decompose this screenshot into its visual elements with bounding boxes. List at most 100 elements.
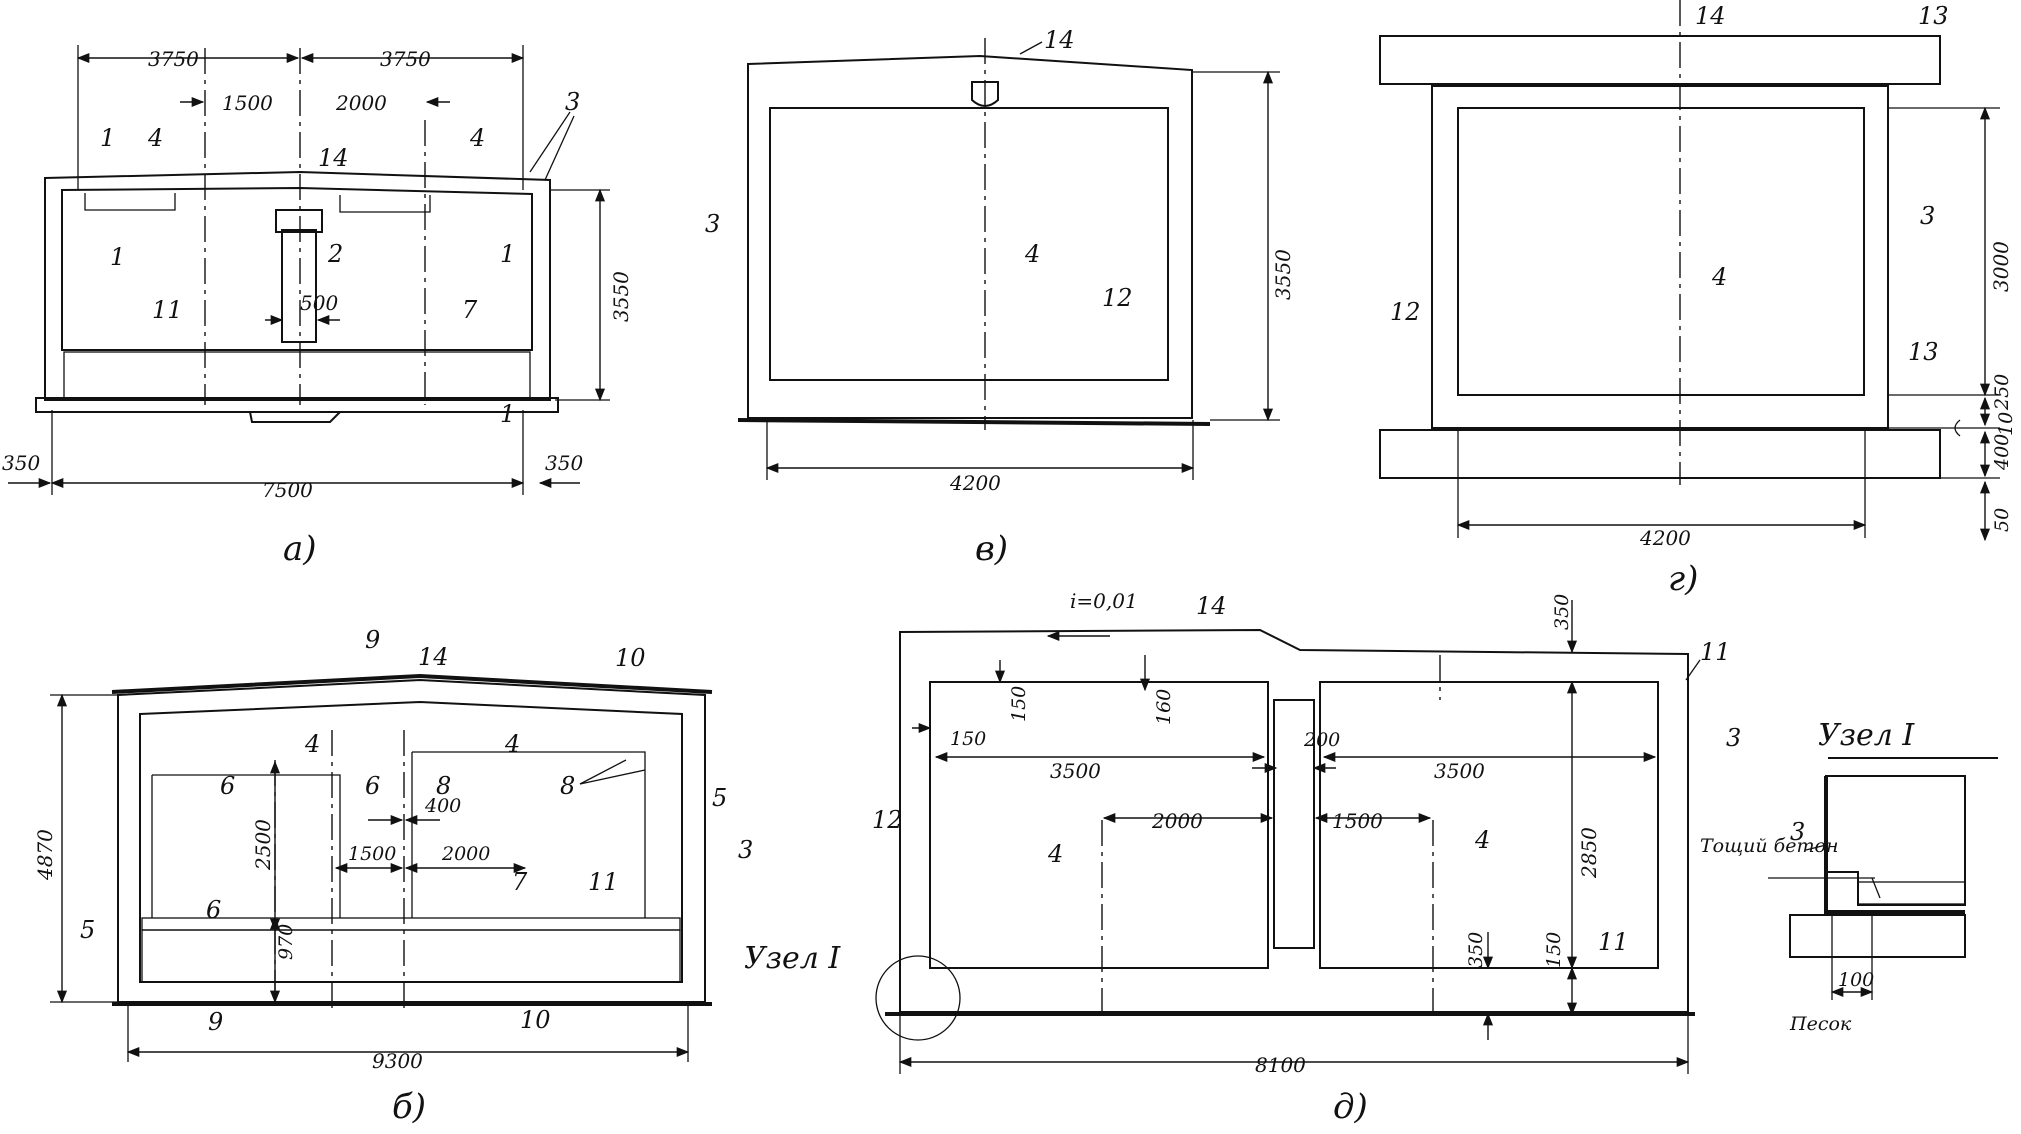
dim-a-right-edge: 350 bbox=[545, 451, 583, 475]
figure-a-column bbox=[281, 229, 317, 343]
dim-v-height: 3550 bbox=[1271, 249, 1295, 300]
callout-a-3: 3 bbox=[565, 88, 580, 116]
figure-g-top-slab bbox=[1379, 35, 1941, 85]
dim-g-height: 3000 bbox=[1989, 241, 2013, 292]
figure-d-partition bbox=[1273, 699, 1315, 949]
figure-a-bottom-fill bbox=[63, 351, 531, 399]
slope-d: i=0,01 bbox=[1070, 589, 1138, 613]
node-detail-sand-label: Песок bbox=[1789, 1013, 1852, 1035]
dim-g-50: 50 bbox=[1991, 508, 2013, 532]
dim-d-2000: 2000 bbox=[1151, 809, 1203, 833]
callout-b-4-left: 4 bbox=[304, 730, 320, 758]
dim-a-height: 3550 bbox=[609, 271, 633, 322]
dim-g-250: 250 bbox=[1991, 374, 2013, 411]
callout-g-4: 4 bbox=[1711, 263, 1727, 291]
callout-b-11: 11 bbox=[588, 868, 619, 896]
callout-a-4-right: 4 bbox=[469, 124, 485, 152]
callout-b-4-right: 4 bbox=[504, 730, 520, 758]
dim-a-inner-right: 2000 bbox=[335, 91, 387, 115]
callout-d-4-right: 4 bbox=[1474, 826, 1490, 854]
dim-v-width: 4200 bbox=[949, 471, 1001, 495]
dim-b-2500: 2500 bbox=[251, 819, 275, 871]
callout-v-4: 4 bbox=[1024, 240, 1040, 268]
figure-d-node-circle bbox=[875, 955, 961, 1041]
callout-a-2: 2 bbox=[327, 240, 343, 268]
figure-b-shell bbox=[117, 678, 706, 1003]
node-detail-lean-concrete-label: Тощий бетон bbox=[1700, 835, 1838, 857]
figure-b-roof-membrane bbox=[111, 673, 713, 694]
callout-b-9-top: 9 bbox=[365, 626, 380, 654]
callout-b-6-bottom: 6 bbox=[206, 896, 221, 924]
callout-b-14: 14 bbox=[418, 643, 449, 671]
dim-d-200: 200 bbox=[1303, 729, 1340, 751]
callout-g-13-bottom: 13 bbox=[1908, 338, 1939, 366]
callout-b-8-right: 8 bbox=[560, 772, 575, 800]
figure-d: i=0,01 14 350 11 150 160 150 200 3 3500 … bbox=[744, 589, 1741, 1127]
node-detail-wall bbox=[1825, 775, 1966, 906]
callout-a-4-left: 4 bbox=[147, 124, 163, 152]
dim-b-400: 400 bbox=[424, 795, 461, 817]
figure-a-shell bbox=[44, 170, 551, 401]
node-detail-dim-100: 100 bbox=[1838, 969, 1874, 991]
callout-d-12: 12 bbox=[872, 806, 903, 834]
figure-v-shell bbox=[747, 54, 1193, 419]
figure-v-hatch-opening bbox=[971, 81, 999, 107]
callout-g-3: 3 bbox=[1920, 202, 1935, 230]
dim-a-total: 7500 bbox=[262, 478, 313, 502]
dim-d-350-top: 350 bbox=[1551, 594, 1573, 630]
callout-a-1-left: 1 bbox=[110, 243, 125, 271]
dim-g-width: 4200 bbox=[1639, 526, 1691, 550]
callout-g-13-top: 13 bbox=[1918, 2, 1949, 30]
dim-d-height: 2850 bbox=[1577, 827, 1601, 879]
node-detail-callout-3: 3 bbox=[1790, 818, 1805, 846]
dim-d-right-span: 3500 bbox=[1434, 759, 1485, 783]
callout-b-5-left: 5 bbox=[80, 916, 95, 944]
figure-a-column-cap bbox=[275, 209, 323, 233]
dim-b-2000: 2000 bbox=[441, 843, 490, 865]
dim-d-150-a: 150 bbox=[1008, 686, 1030, 722]
node-detail-title: Узел I bbox=[1818, 718, 1915, 753]
node-label-d: Узел I bbox=[744, 941, 841, 976]
callout-b-5-right: 5 bbox=[712, 784, 727, 812]
dim-a-inner-left: 1500 bbox=[222, 91, 273, 115]
dim-d-1500: 1500 bbox=[1332, 809, 1383, 833]
figure-b-sand-fill bbox=[141, 929, 681, 983]
dim-b-970: 970 bbox=[275, 924, 297, 960]
node-detail: Узел I 3 Тощий бетон 100 Песок bbox=[1700, 718, 1998, 1035]
figure-v: 14 3 4 12 3550 4200 в) bbox=[705, 26, 1295, 569]
callout-v-14: 14 bbox=[1044, 26, 1075, 54]
figure-b-ducts bbox=[151, 751, 646, 918]
dim-d-160: 160 bbox=[1153, 689, 1175, 725]
callout-b-8-mid: 8 bbox=[436, 772, 451, 800]
callout-a-11: 11 bbox=[152, 296, 183, 324]
node-detail-lean-concrete bbox=[1857, 881, 1966, 905]
dim-d-150-bottom: 150 bbox=[1543, 932, 1565, 968]
callout-v-3: 3 bbox=[705, 210, 720, 238]
dim-g-400: 400 bbox=[1991, 434, 2013, 471]
dim-d-left-span: 3500 bbox=[1050, 759, 1101, 783]
figure-g-bottom-slab bbox=[1379, 429, 1941, 479]
figure-g: 14 13 3 12 4 13 3000 250 10 400 50 4200 … bbox=[1379, 0, 2017, 599]
figure-g-box bbox=[1431, 85, 1889, 429]
callout-a-1-right: 1 bbox=[500, 240, 515, 268]
dim-d-150-b: 150 bbox=[950, 728, 986, 750]
caption-v: в) bbox=[975, 529, 1008, 569]
callout-d-11-top: 11 bbox=[1700, 638, 1731, 666]
dim-b-height: 4870 bbox=[33, 829, 57, 881]
callout-a-1-bottom: 1 bbox=[500, 400, 515, 428]
figure-a-top-cells bbox=[84, 193, 431, 213]
callout-a-7: 7 bbox=[462, 296, 478, 324]
caption-a: а) bbox=[283, 529, 317, 569]
dim-a-left-edge: 350 bbox=[2, 451, 40, 475]
callout-d-4-left: 4 bbox=[1047, 840, 1063, 868]
callout-d-11-bottom: 11 bbox=[1598, 928, 1629, 956]
callout-d-14: 14 bbox=[1196, 592, 1227, 620]
callout-g-12: 12 bbox=[1390, 298, 1421, 326]
dim-b-total: 9300 bbox=[372, 1049, 423, 1073]
figure-b-floor-layer bbox=[141, 917, 681, 931]
figure-a: 3750 3750 1500 2000 3550 500 7500 350 35… bbox=[2, 45, 633, 569]
dim-d-350-bottom: 350 bbox=[1465, 932, 1487, 968]
callout-g-14: 14 bbox=[1695, 2, 1726, 30]
figure-v-base-plate bbox=[737, 418, 1211, 426]
